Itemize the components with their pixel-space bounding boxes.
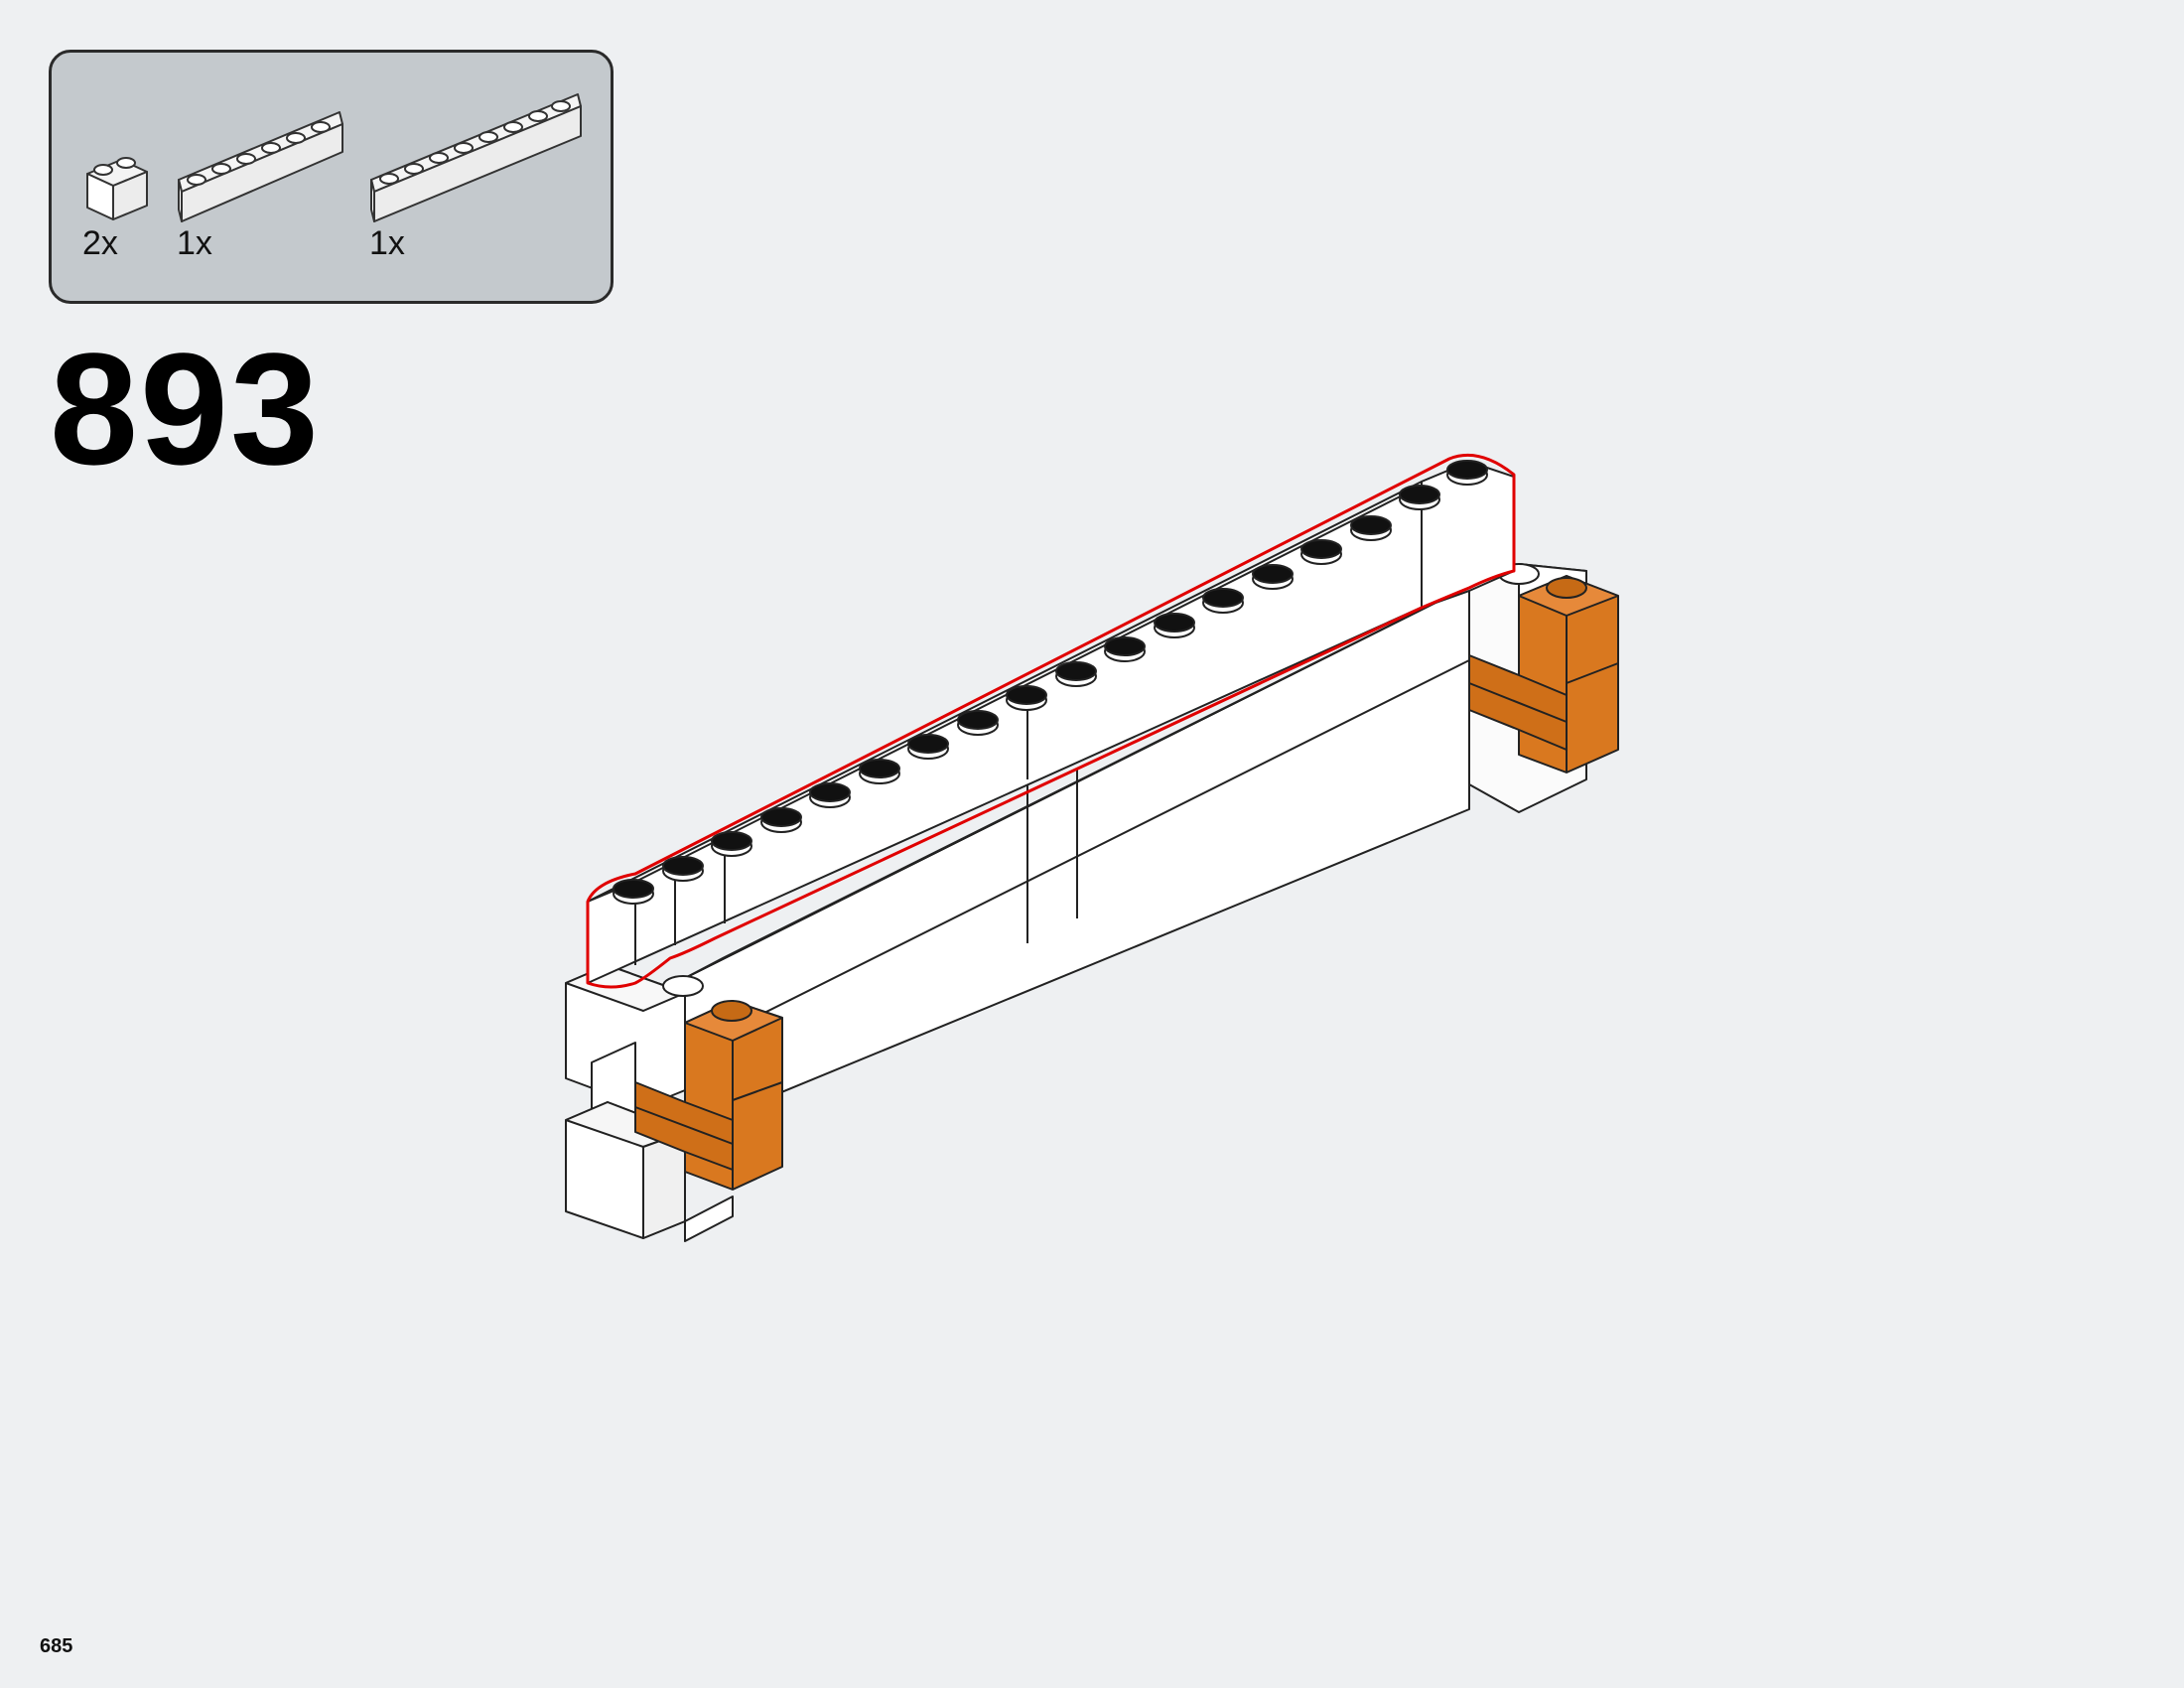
part-quantity-1: 2x (82, 224, 118, 262)
parts-illustration (86, 93, 582, 222)
page-number: 685 (40, 1635, 73, 1657)
part-quantity-2: 1x (177, 224, 212, 262)
parts-callout: 2x 1x 1x (49, 50, 614, 304)
part-quantity-3: 1x (369, 224, 405, 262)
wall-body (684, 585, 1470, 1133)
right-orange-bricks (1468, 575, 1619, 774)
new-brick-row (587, 460, 1515, 984)
brick-1x2-icon (86, 157, 148, 220)
left-end-assembly (565, 964, 734, 1242)
highlight-outline (586, 453, 1516, 989)
brick-1x8-icon (370, 93, 582, 222)
step-number: 893 (50, 320, 321, 497)
brick-1x6-icon (178, 111, 343, 222)
left-orange-bricks (634, 1000, 783, 1191)
